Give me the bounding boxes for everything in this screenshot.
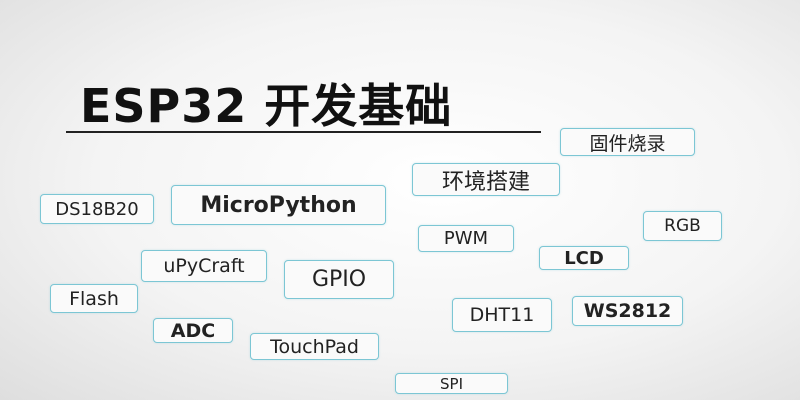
tag-gpio: GPIO [284,260,394,299]
tag-dht11: DHT11 [452,298,552,332]
tag-ds18b20: DS18B20 [40,194,154,224]
tag-lcd: LCD [539,246,629,270]
tag-huanjing: 环境搭建 [412,163,560,196]
tag-pwm: PWM [418,225,514,252]
title-underline [66,131,541,133]
tag-ws2812: WS2812 [572,296,683,326]
tag-gujian: 固件烧录 [560,128,695,156]
tag-spi: SPI [395,373,508,394]
tag-upycraft: uPyCraft [141,250,267,282]
tag-touchpad: TouchPad [250,333,379,360]
page-title: ESP32 开发基础 [80,79,453,133]
tag-adc: ADC [153,318,233,343]
tag-rgb: RGB [643,211,722,241]
tag-flash: Flash [50,284,138,313]
tag-micropython: MicroPython [171,185,386,225]
